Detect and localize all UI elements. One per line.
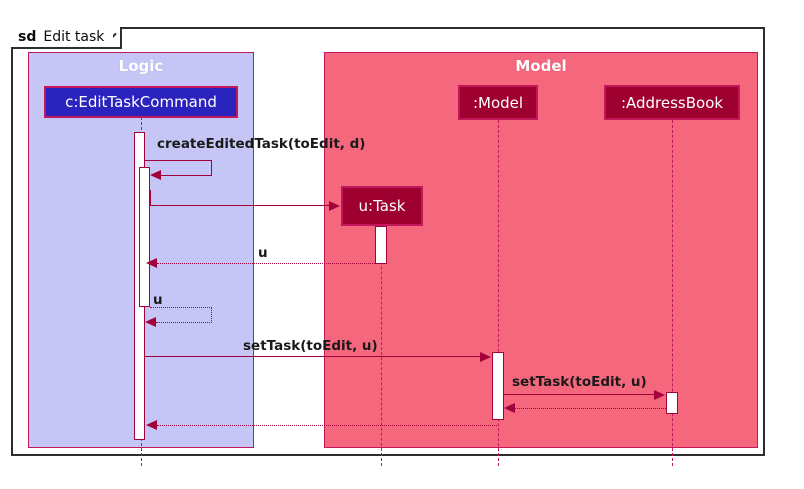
lifeline-addressBook: [672, 120, 673, 466]
message-self-return-u-top: [150, 307, 212, 308]
message-return-u-from-task-arrowhead: [146, 258, 157, 268]
activation-uTask: [375, 226, 387, 264]
participant-editTaskCommand-label: c:EditTaskCommand: [65, 93, 217, 111]
message-createEditedTask-bottom: [161, 175, 212, 176]
message-label-setTask-addressbook: setTask(toEdit, u): [512, 374, 647, 390]
participant-model-label: :Model: [472, 93, 524, 112]
message-return-model-line: [157, 425, 497, 426]
sd-frame-tab: sd Edit task: [11, 27, 123, 49]
message-createEditedTask-arrowhead: [150, 170, 161, 180]
message-label-createEditedTask: createEditedTask(toEdit, d): [157, 136, 366, 152]
activation-editTaskCommand-nested: [139, 167, 150, 307]
message-createTask-drop: [150, 190, 151, 206]
message-setTask-model-line: [145, 356, 481, 357]
message-return-model-arrowhead: [146, 420, 157, 430]
participant-addressBook[interactable]: :AddressBook: [604, 85, 740, 120]
message-label-return-u-from-task: u: [258, 245, 268, 261]
message-return-addressbook-arrowhead: [504, 403, 515, 413]
activation-model: [492, 352, 504, 420]
participant-model[interactable]: :Model: [458, 85, 538, 120]
message-createEditedTask-top: [145, 160, 212, 161]
message-label-setTask-model: setTask(toEdit, u): [243, 338, 378, 354]
group-logic-label: Logic: [118, 57, 164, 75]
sd-title: Edit task: [43, 29, 105, 45]
message-self-return-u-bottom: [156, 322, 212, 323]
message-setTask-model-arrowhead: [480, 352, 491, 362]
message-createTask-arrowhead: [329, 201, 340, 211]
participant-uTask[interactable]: u:Task: [341, 186, 423, 226]
message-self-return-u-arrowhead: [145, 317, 156, 327]
message-return-addressbook-line: [515, 408, 666, 409]
lifeline-model: [498, 120, 499, 466]
lifeline-uTask: [381, 226, 382, 466]
activation-addressBook: [666, 392, 678, 414]
message-self-return-u-right: [211, 307, 212, 323]
message-setTask-addressbook-line: [504, 394, 655, 395]
participant-addressBook-label: :AddressBook: [620, 93, 724, 112]
group-model-label: Model: [515, 57, 567, 75]
message-createTask-line: [150, 205, 330, 206]
message-return-u-from-task-line: [157, 263, 379, 264]
participant-editTaskCommand[interactable]: c:EditTaskCommand: [44, 86, 238, 118]
sd-frame-tab-notch: [113, 27, 131, 50]
message-label-self-return-u: u: [153, 292, 163, 308]
participant-uTask-label: u:Task: [358, 197, 406, 215]
message-createEditedTask-right: [211, 160, 212, 176]
sd-keyword: sd: [18, 29, 37, 45]
message-setTask-addressbook-arrowhead: [654, 390, 665, 400]
